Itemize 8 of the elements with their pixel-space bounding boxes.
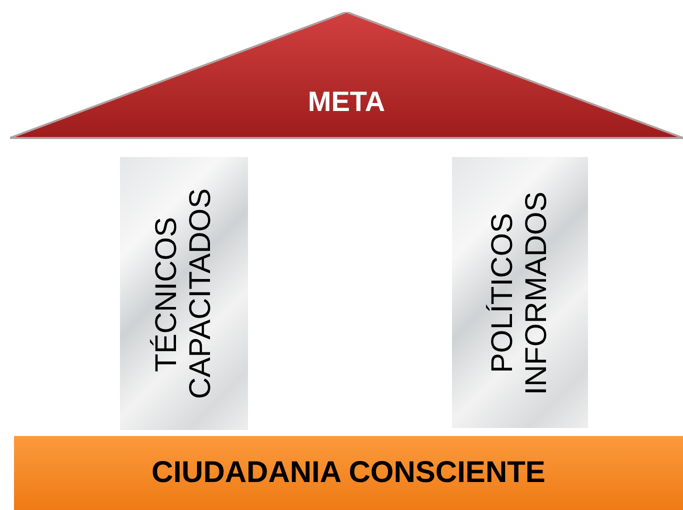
pillar [452,157,588,428]
base-bar [14,436,683,510]
pillar-label: POLÍTICOS INFORMADOS [486,190,554,396]
roof-triangle [10,12,683,142]
pillar-label: TÉCNICOS CAPACITADOS [150,187,218,401]
roof-label: META [308,86,386,118]
pillar [120,157,248,430]
base-label: CIUDADANIA CONSCIENTE [152,456,546,490]
